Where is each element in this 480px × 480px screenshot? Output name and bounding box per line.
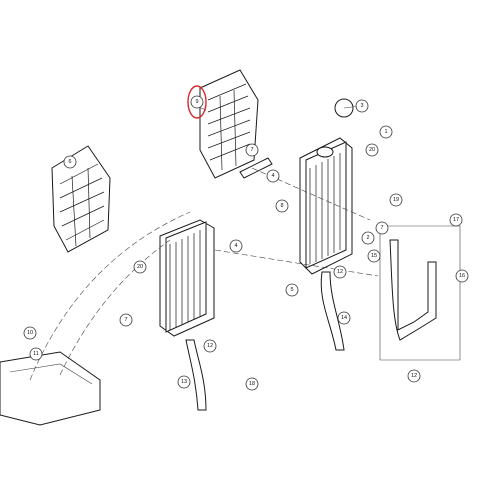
callout-circle — [455, 269, 469, 283]
hose-y-pipe — [389, 239, 437, 341]
callout-7: 7 — [119, 313, 133, 327]
callout-label: 8 — [280, 203, 283, 209]
hose-left-lower — [185, 339, 207, 411]
callout-circle — [375, 221, 389, 235]
callout-label: 6 — [68, 159, 71, 165]
callout-6: 6 — [63, 155, 77, 169]
callout-circle — [365, 143, 379, 157]
callout-circle — [407, 369, 421, 383]
callout-circle — [23, 326, 37, 340]
callout-label: 14 — [341, 315, 347, 321]
callout-7: 7 — [245, 143, 259, 157]
callout-17: 17 — [449, 213, 463, 227]
callout-circle — [361, 231, 375, 245]
callout-11: 11 — [29, 347, 43, 361]
callout-circle — [449, 213, 463, 227]
callout-5: 5 — [285, 283, 299, 297]
callout-8: 8 — [275, 199, 289, 213]
callout-circle — [63, 155, 77, 169]
callout-16: 16 — [455, 269, 469, 283]
callout-label: 4 — [234, 243, 237, 249]
callout-20: 20 — [365, 143, 379, 157]
callout-13: 13 — [177, 375, 191, 389]
callout-14: 14 — [337, 311, 351, 325]
callout-18: 18 — [245, 377, 259, 391]
callout-label: 12 — [337, 269, 343, 275]
callout-label: 16 — [459, 273, 465, 279]
hose-right-lower — [320, 271, 345, 351]
radiator-guard-left — [51, 145, 111, 253]
callout-20: 20 — [133, 260, 147, 274]
callout-label: 2 — [366, 235, 369, 241]
callout-12: 12 — [203, 339, 217, 353]
callout-circle — [29, 347, 43, 361]
callout-circle — [229, 239, 243, 253]
callout-circle — [275, 199, 289, 213]
callout-circle — [133, 260, 147, 274]
callout-circle — [266, 169, 280, 183]
radiator-guard-top — [199, 69, 259, 179]
callout-circle — [355, 99, 369, 113]
callout-circle — [245, 377, 259, 391]
callout-label: 11 — [33, 351, 39, 357]
highlight-ring — [187, 85, 207, 119]
callout-label: 17 — [453, 217, 459, 223]
callout-label: 20 — [369, 147, 375, 153]
callout-circle — [177, 375, 191, 389]
callout-15: 15 — [367, 249, 381, 263]
callout-circle — [333, 265, 347, 279]
callout-label: 18 — [249, 381, 255, 387]
callout-label: 5 — [290, 287, 293, 293]
callout-12: 12 — [407, 369, 421, 383]
callout-circle — [337, 311, 351, 325]
callout-label: 19 — [393, 197, 399, 203]
callout-10: 10 — [23, 326, 37, 340]
hose-top-connector — [239, 157, 273, 179]
engine-fragment — [0, 351, 101, 426]
callout-1: 1 — [379, 125, 393, 139]
callout-label: 13 — [181, 379, 187, 385]
hoses — [185, 157, 437, 411]
callout-19: 19 — [389, 193, 403, 207]
callout-4: 4 — [229, 239, 243, 253]
callout-9: 9 — [190, 95, 204, 109]
callout-label: 9 — [195, 99, 198, 105]
callout-circle — [203, 339, 217, 353]
callout-circle — [245, 143, 259, 157]
callout-label: 7 — [380, 225, 383, 231]
callout-circle — [367, 249, 381, 263]
callout-label: 20 — [137, 264, 143, 270]
callout-12: 12 — [333, 265, 347, 279]
callout-3: 3 — [355, 99, 369, 113]
callout-circle — [389, 193, 403, 207]
radiator-left — [159, 219, 215, 337]
callout-label: 12 — [411, 373, 417, 379]
callout-label: 7 — [250, 147, 253, 153]
callout-label: 4 — [271, 173, 274, 179]
callout-label: 12 — [207, 343, 213, 349]
callout-label: 7 — [124, 317, 127, 323]
callout-circle — [285, 283, 299, 297]
callout-label: 1 — [384, 129, 387, 135]
callout-4: 4 — [266, 169, 280, 183]
callout-label: 10 — [27, 330, 33, 336]
callout-label: 15 — [371, 253, 377, 259]
callout-circle — [190, 95, 204, 109]
callout-circle — [119, 313, 133, 327]
radiator-right — [299, 137, 353, 275]
callout-2: 2 — [361, 231, 375, 245]
callout-circle — [379, 125, 393, 139]
callout-7: 7 — [375, 221, 389, 235]
callout-label: 3 — [360, 103, 363, 109]
